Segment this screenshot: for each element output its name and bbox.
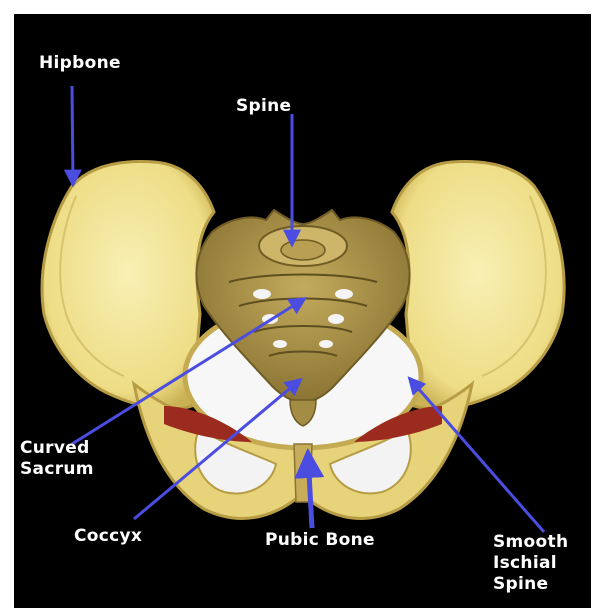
diagram-canvas: Hipbone Spine Curved Sacrum Coccyx Pubic…: [14, 14, 591, 608]
label-coccyx: Coccyx: [74, 526, 142, 547]
pelvis-illustration: [14, 14, 591, 608]
label-hipbone: Hipbone: [39, 53, 121, 74]
label-curved-sacrum: Curved Sacrum: [20, 438, 94, 480]
label-pubic-bone: Pubic Bone: [265, 530, 375, 551]
label-spine: Spine: [236, 96, 291, 117]
label-smooth-ischial-spine: Smooth Ischial Spine: [493, 532, 568, 595]
